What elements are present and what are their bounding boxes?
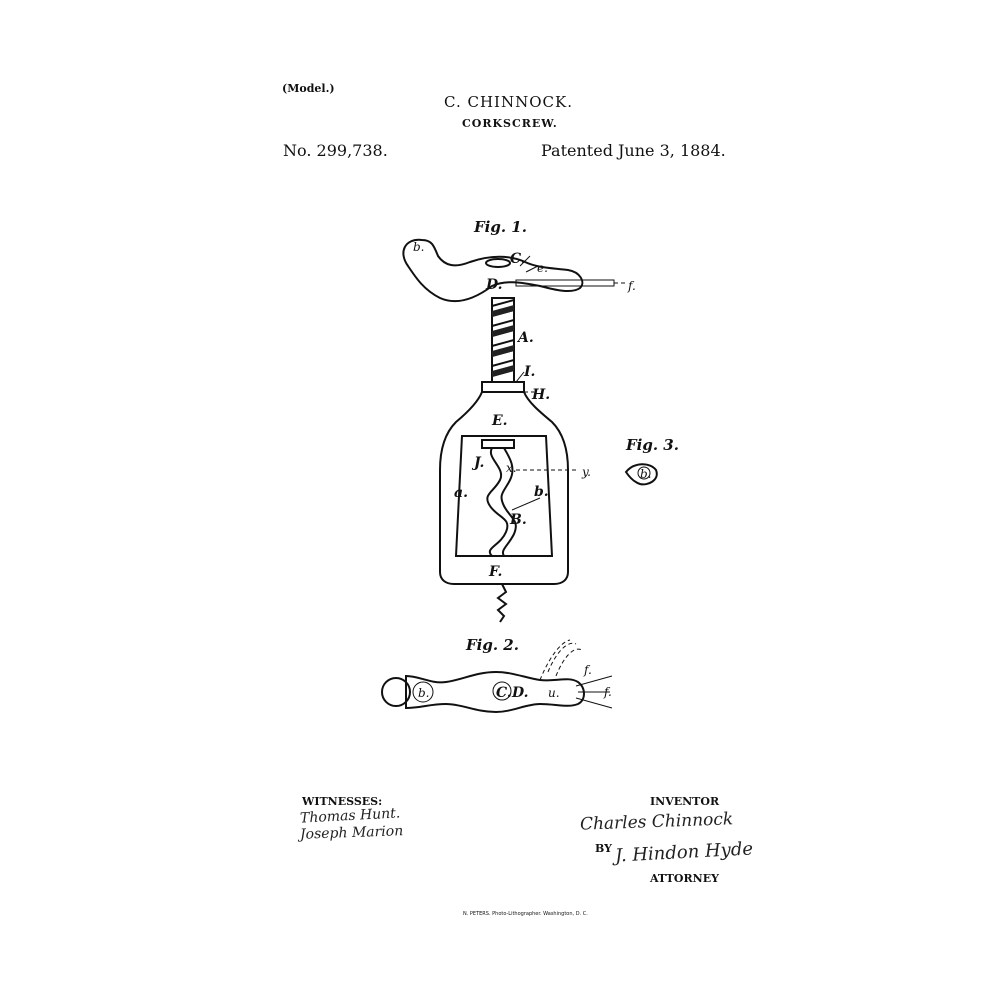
label-b-screw: B. <box>509 512 527 528</box>
label-h: H. <box>531 387 550 403</box>
label-i: I. <box>523 364 535 380</box>
spiral-worm <box>486 447 541 557</box>
frame-body <box>439 391 569 585</box>
fig2-label-u: u. <box>548 686 560 700</box>
fig3-label: Fig. 3. <box>625 436 679 454</box>
patent-date: Patented June 3, 1884. <box>541 141 726 160</box>
screw-tip <box>496 583 508 623</box>
label-x: x. <box>506 461 517 475</box>
label-b-top: b. <box>413 240 425 254</box>
inventor-label: INVENTOR <box>650 795 720 808</box>
fig2-label-f2: f. <box>603 685 612 699</box>
fig3-section <box>624 463 658 486</box>
label-y: y. <box>581 465 591 479</box>
fig2-label-d: D. <box>511 685 529 701</box>
witnesses-label: WITNESSES: <box>302 795 383 808</box>
patent-title: CORKSCREW. <box>462 117 558 130</box>
label-b-side: b. <box>534 484 549 500</box>
label-a: A. <box>516 330 534 346</box>
label-d: D. <box>485 277 503 293</box>
by-label: BY <box>595 842 612 855</box>
label-e: E. <box>491 413 508 429</box>
patent-number: No. 299,738. <box>283 141 388 160</box>
fig1-label: Fig. 1. <box>473 218 527 236</box>
inventor-name: C. CHINNOCK. <box>444 93 573 111</box>
fig2-label-b: b. <box>418 686 430 700</box>
fig2-label-f1: f. <box>583 663 592 677</box>
model-label: (Model.) <box>282 82 335 95</box>
fig3-label-b: b. <box>640 467 652 481</box>
label-a-side: a. <box>454 485 468 501</box>
label-f-base: F. <box>488 564 502 580</box>
attorney-label: ATTORNEY <box>650 872 719 885</box>
screw-shaft <box>491 297 515 383</box>
fig2-label: Fig. 2. <box>465 636 519 654</box>
label-e-small: e. <box>537 261 548 275</box>
fig2-handle-topview <box>381 639 613 714</box>
fig2-label-c: C. <box>496 685 512 701</box>
label-f: f. <box>627 279 636 293</box>
label-j: J. <box>471 455 484 471</box>
label-c: C. <box>510 251 526 267</box>
printer-credit: N. PETERS. Photo-Lithographer. Washingto… <box>463 911 588 917</box>
handle-crossbar <box>402 238 628 303</box>
